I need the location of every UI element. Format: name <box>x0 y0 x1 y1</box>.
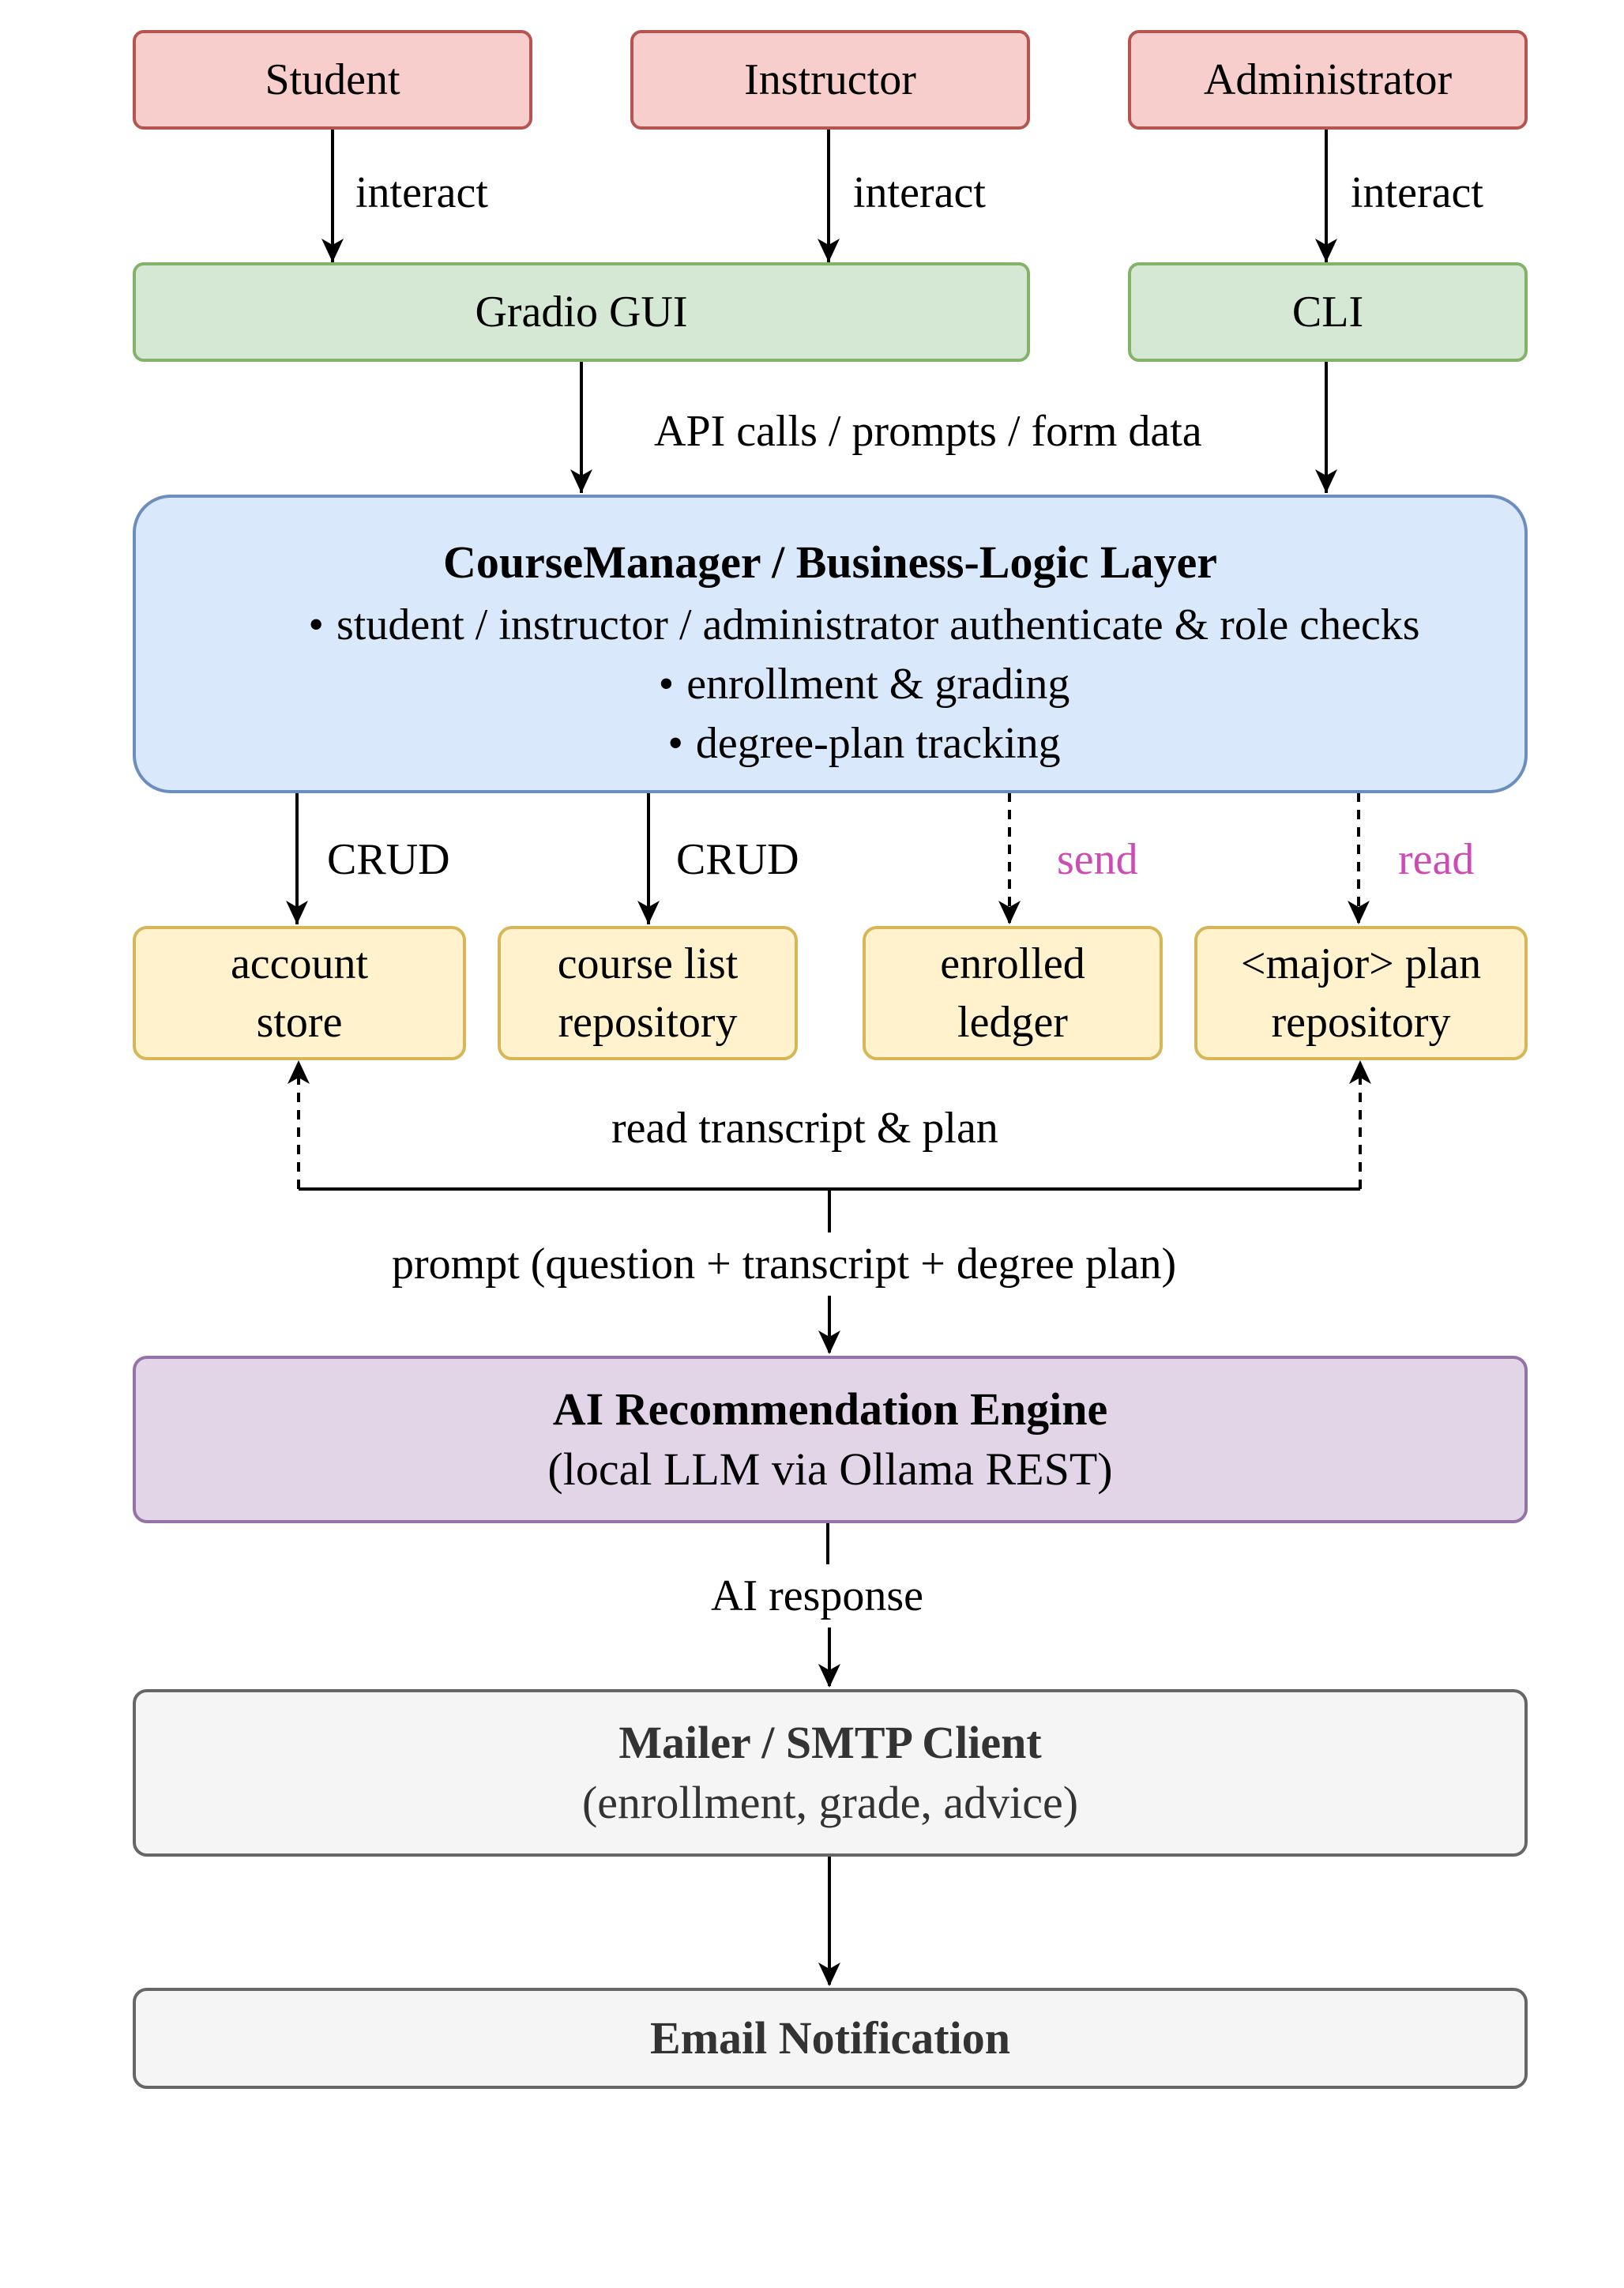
responsibility-item: student / instructor / administrator aut… <box>204 596 1524 655</box>
gradio-gui-label: Gradio GUI <box>475 288 688 337</box>
edge-cli-core-head <box>1315 469 1337 493</box>
read-transcript-label: read transcript & plan <box>611 1104 998 1153</box>
account-store-node: account store <box>133 926 466 1060</box>
mailer-subtitle: (enrollment, grade, advice) <box>581 1777 1079 1828</box>
account-store-line: account <box>230 939 369 988</box>
student-label: Student <box>265 55 400 104</box>
edge-core-enrolled-head <box>998 901 1021 924</box>
course-manager-node: CourseManager / Business-Logic Layer stu… <box>133 495 1528 793</box>
interact-label-instructor: interact <box>853 168 986 217</box>
cli-node: CLI <box>1128 262 1528 362</box>
interact-label-student: interact <box>355 168 488 217</box>
instructor-label: Instructor <box>744 55 916 104</box>
email-notification-node: Email Notification <box>133 1988 1528 2089</box>
edge-instructor-gradio-head <box>818 239 840 262</box>
course-list-line: course list <box>557 939 739 988</box>
course-list-repository-node: course list repository <box>498 926 798 1060</box>
read-label: read <box>1398 835 1475 884</box>
course-manager-title: CourseManager / Business-Logic Layer <box>442 536 1218 588</box>
administrator-label: Administrator <box>1203 55 1453 104</box>
account-store-line: store <box>256 998 343 1047</box>
interact-label-admin: interact <box>1351 168 1483 217</box>
major-plan-line: <major> plan <box>1240 939 1482 988</box>
edge-admin-cli-head <box>1315 239 1337 262</box>
crud-label-course: CRUD <box>676 835 799 884</box>
ai-recommendation-engine-node: AI Recommendation Engine (local LLM via … <box>133 1356 1528 1523</box>
enrolled-ledger-line: enrolled <box>940 939 1085 988</box>
edge-read-account-head <box>288 1060 310 1084</box>
ai-engine-title: AI Recommendation Engine <box>552 1383 1108 1435</box>
email-notification-title: Email Notification <box>650 2012 1010 2064</box>
edge-read-major-head <box>1349 1060 1371 1084</box>
ai-engine-subtitle: (local LLM via Ollama REST) <box>547 1443 1113 1495</box>
mailer-title: Mailer / SMTP Client <box>618 1717 1042 1768</box>
edge-core-account-head <box>286 901 308 924</box>
edge-prompt-engine-head <box>818 1330 840 1354</box>
student-node: Student <box>133 30 532 130</box>
responsibility-item: enrollment & grading <box>204 655 1524 714</box>
instructor-node: Instructor <box>630 30 1030 130</box>
enrolled-ledger-node: enrolled ledger <box>863 926 1163 1060</box>
ai-response-label: AI response <box>711 1571 924 1620</box>
send-label: send <box>1057 835 1138 884</box>
edge-core-major-head <box>1348 901 1370 924</box>
responsibility-item: degree-plan tracking <box>204 714 1524 773</box>
edge-gradio-core-head <box>570 469 592 493</box>
course-manager-responsibilities: student / instructor / administrator aut… <box>136 596 1524 773</box>
major-plan-repository-node: <major> plan repository <box>1194 926 1528 1060</box>
course-list-line: repository <box>558 998 738 1047</box>
administrator-node: Administrator <box>1128 30 1528 130</box>
cli-label: CLI <box>1291 288 1364 337</box>
edge-mailer-email-head <box>818 1962 840 1986</box>
edge-engine-mailer-head <box>818 1664 840 1688</box>
gradio-gui-node: Gradio GUI <box>133 262 1030 362</box>
api-calls-label: API calls / prompts / form data <box>654 407 1202 456</box>
edge-student-gradio-head <box>321 239 344 262</box>
mailer-smtp-client-node: Mailer / SMTP Client (enrollment, grade,… <box>133 1689 1528 1857</box>
major-plan-line: repository <box>1271 998 1451 1047</box>
edge-core-course-head <box>637 901 660 924</box>
enrolled-ledger-line: ledger <box>957 998 1068 1047</box>
prompt-label: prompt (question + transcript + degree p… <box>392 1240 1177 1289</box>
crud-label-account: CRUD <box>327 835 450 884</box>
